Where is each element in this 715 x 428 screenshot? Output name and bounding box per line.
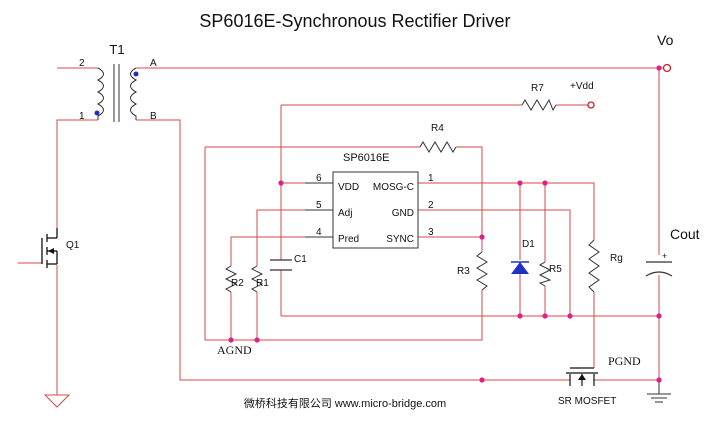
ic-pin-adj: Adj [338, 208, 352, 219]
primary-dot [94, 110, 100, 116]
d1-diode [511, 262, 529, 274]
vdd-terminal [587, 101, 595, 109]
r2-label: R2 [231, 278, 244, 289]
ic-pin-1-number: 1 [428, 173, 434, 184]
q1-arrow [48, 248, 54, 254]
ic-pin-mosg: MOSG-C [373, 182, 414, 193]
r7-resistor [521, 98, 557, 112]
rg-label: Rg [610, 253, 623, 264]
junction-nodes [228, 65, 662, 383]
ic-pin-pred: Pred [338, 234, 359, 245]
ic-sp6016e-body [332, 171, 419, 249]
secondary-dot [133, 71, 139, 77]
c1-capacitor [270, 259, 292, 271]
sr-mosfet-arrow [578, 374, 586, 380]
ic-pin-5-number: 5 [316, 200, 322, 211]
sr-mosfet-label: SR MOSFET [558, 396, 616, 407]
transformer-t1 [96, 64, 138, 122]
vo-label: Vo [657, 32, 674, 48]
cout-label: Cout [670, 226, 700, 242]
diagram-title: SP6016E-Synchronous Rectifier Driver [199, 11, 510, 31]
output-ground-icon [647, 380, 671, 403]
ic-pin-2-number: 2 [428, 200, 434, 211]
t1-label: T1 [109, 42, 124, 57]
t1-pin-a: A [150, 58, 157, 69]
ic-pin-leads [305, 182, 333, 238]
t1-pin-2: 2 [79, 58, 85, 69]
pgnd-label: PGND [608, 354, 641, 368]
r2-resistor [224, 265, 238, 293]
vdd-label: +Vdd [570, 81, 594, 92]
t1-pin-b: B [150, 111, 157, 122]
cout-capacitor [645, 261, 673, 277]
r1-resistor [250, 265, 264, 293]
ic-pin-3-number: 3 [428, 227, 434, 238]
footer-text: 微桥科技有限公司 www.micro-bridge.com [244, 396, 446, 410]
ic-pin-sync: SYNC [386, 234, 414, 245]
agnd-label: AGND [217, 343, 252, 357]
primary-ground-icon [43, 394, 71, 408]
ic-pin-gnd: GND [392, 208, 414, 219]
r4-resistor [419, 141, 457, 153]
q1-mosfet-symbol [41, 228, 58, 268]
r5-resistor [538, 261, 552, 287]
ic-name: SP6016E [343, 152, 389, 164]
r3-label: R3 [457, 266, 470, 277]
r7-label: R7 [531, 83, 544, 94]
vo-terminal [662, 63, 672, 73]
ic-pin-6-number: 6 [316, 173, 322, 184]
ic-pin-4-number: 4 [316, 227, 322, 238]
q1-label: Q1 [66, 240, 80, 251]
t1-pin-1: 1 [79, 111, 85, 122]
ic-pin-vdd: VDD [338, 182, 359, 193]
rg-resistor [588, 239, 600, 293]
c1-label: C1 [294, 254, 307, 265]
r3-resistor [476, 251, 488, 291]
r1-label: R1 [256, 278, 269, 289]
cout-plus: + [662, 251, 667, 261]
d1-label: D1 [522, 239, 535, 250]
r4-label: R4 [431, 123, 444, 134]
r5-label: R5 [549, 264, 562, 275]
